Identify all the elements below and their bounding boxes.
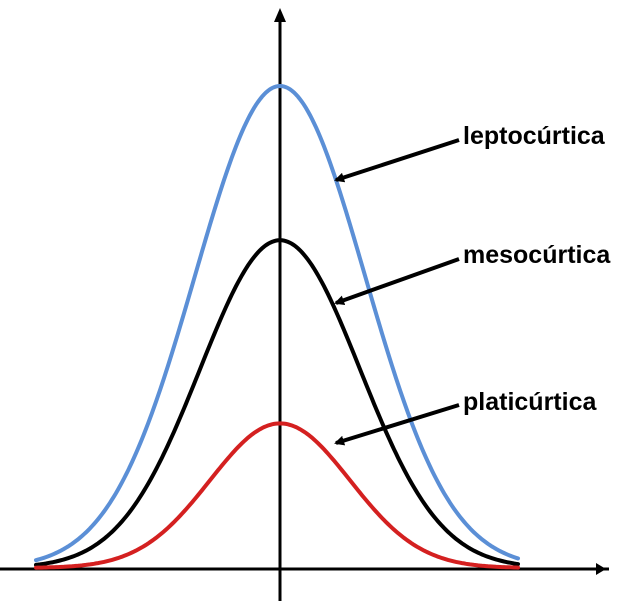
leptocurtica-curve — [34, 83, 520, 563]
axes — [0, 8, 609, 601]
curve-labels: leptocúrtica mesocúrtica platicúrtica — [463, 122, 611, 416]
platicurtica-arrow — [334, 403, 460, 446]
x-axis-arrowhead — [596, 563, 606, 575]
platicurtica-curve — [34, 421, 520, 570]
pointer-arrows — [334, 138, 460, 446]
curves — [34, 83, 520, 570]
mesocurtica-curve — [34, 238, 520, 567]
leptocurtica-arrow — [334, 138, 460, 183]
mesocurtica-arrow — [334, 257, 460, 306]
y-axis-arrowhead — [274, 8, 286, 22]
leptocurtica-label: leptocúrtica — [463, 122, 606, 150]
platicurtica-label: platicúrtica — [463, 388, 597, 416]
mesocurtica-label: mesocúrtica — [463, 241, 611, 269]
